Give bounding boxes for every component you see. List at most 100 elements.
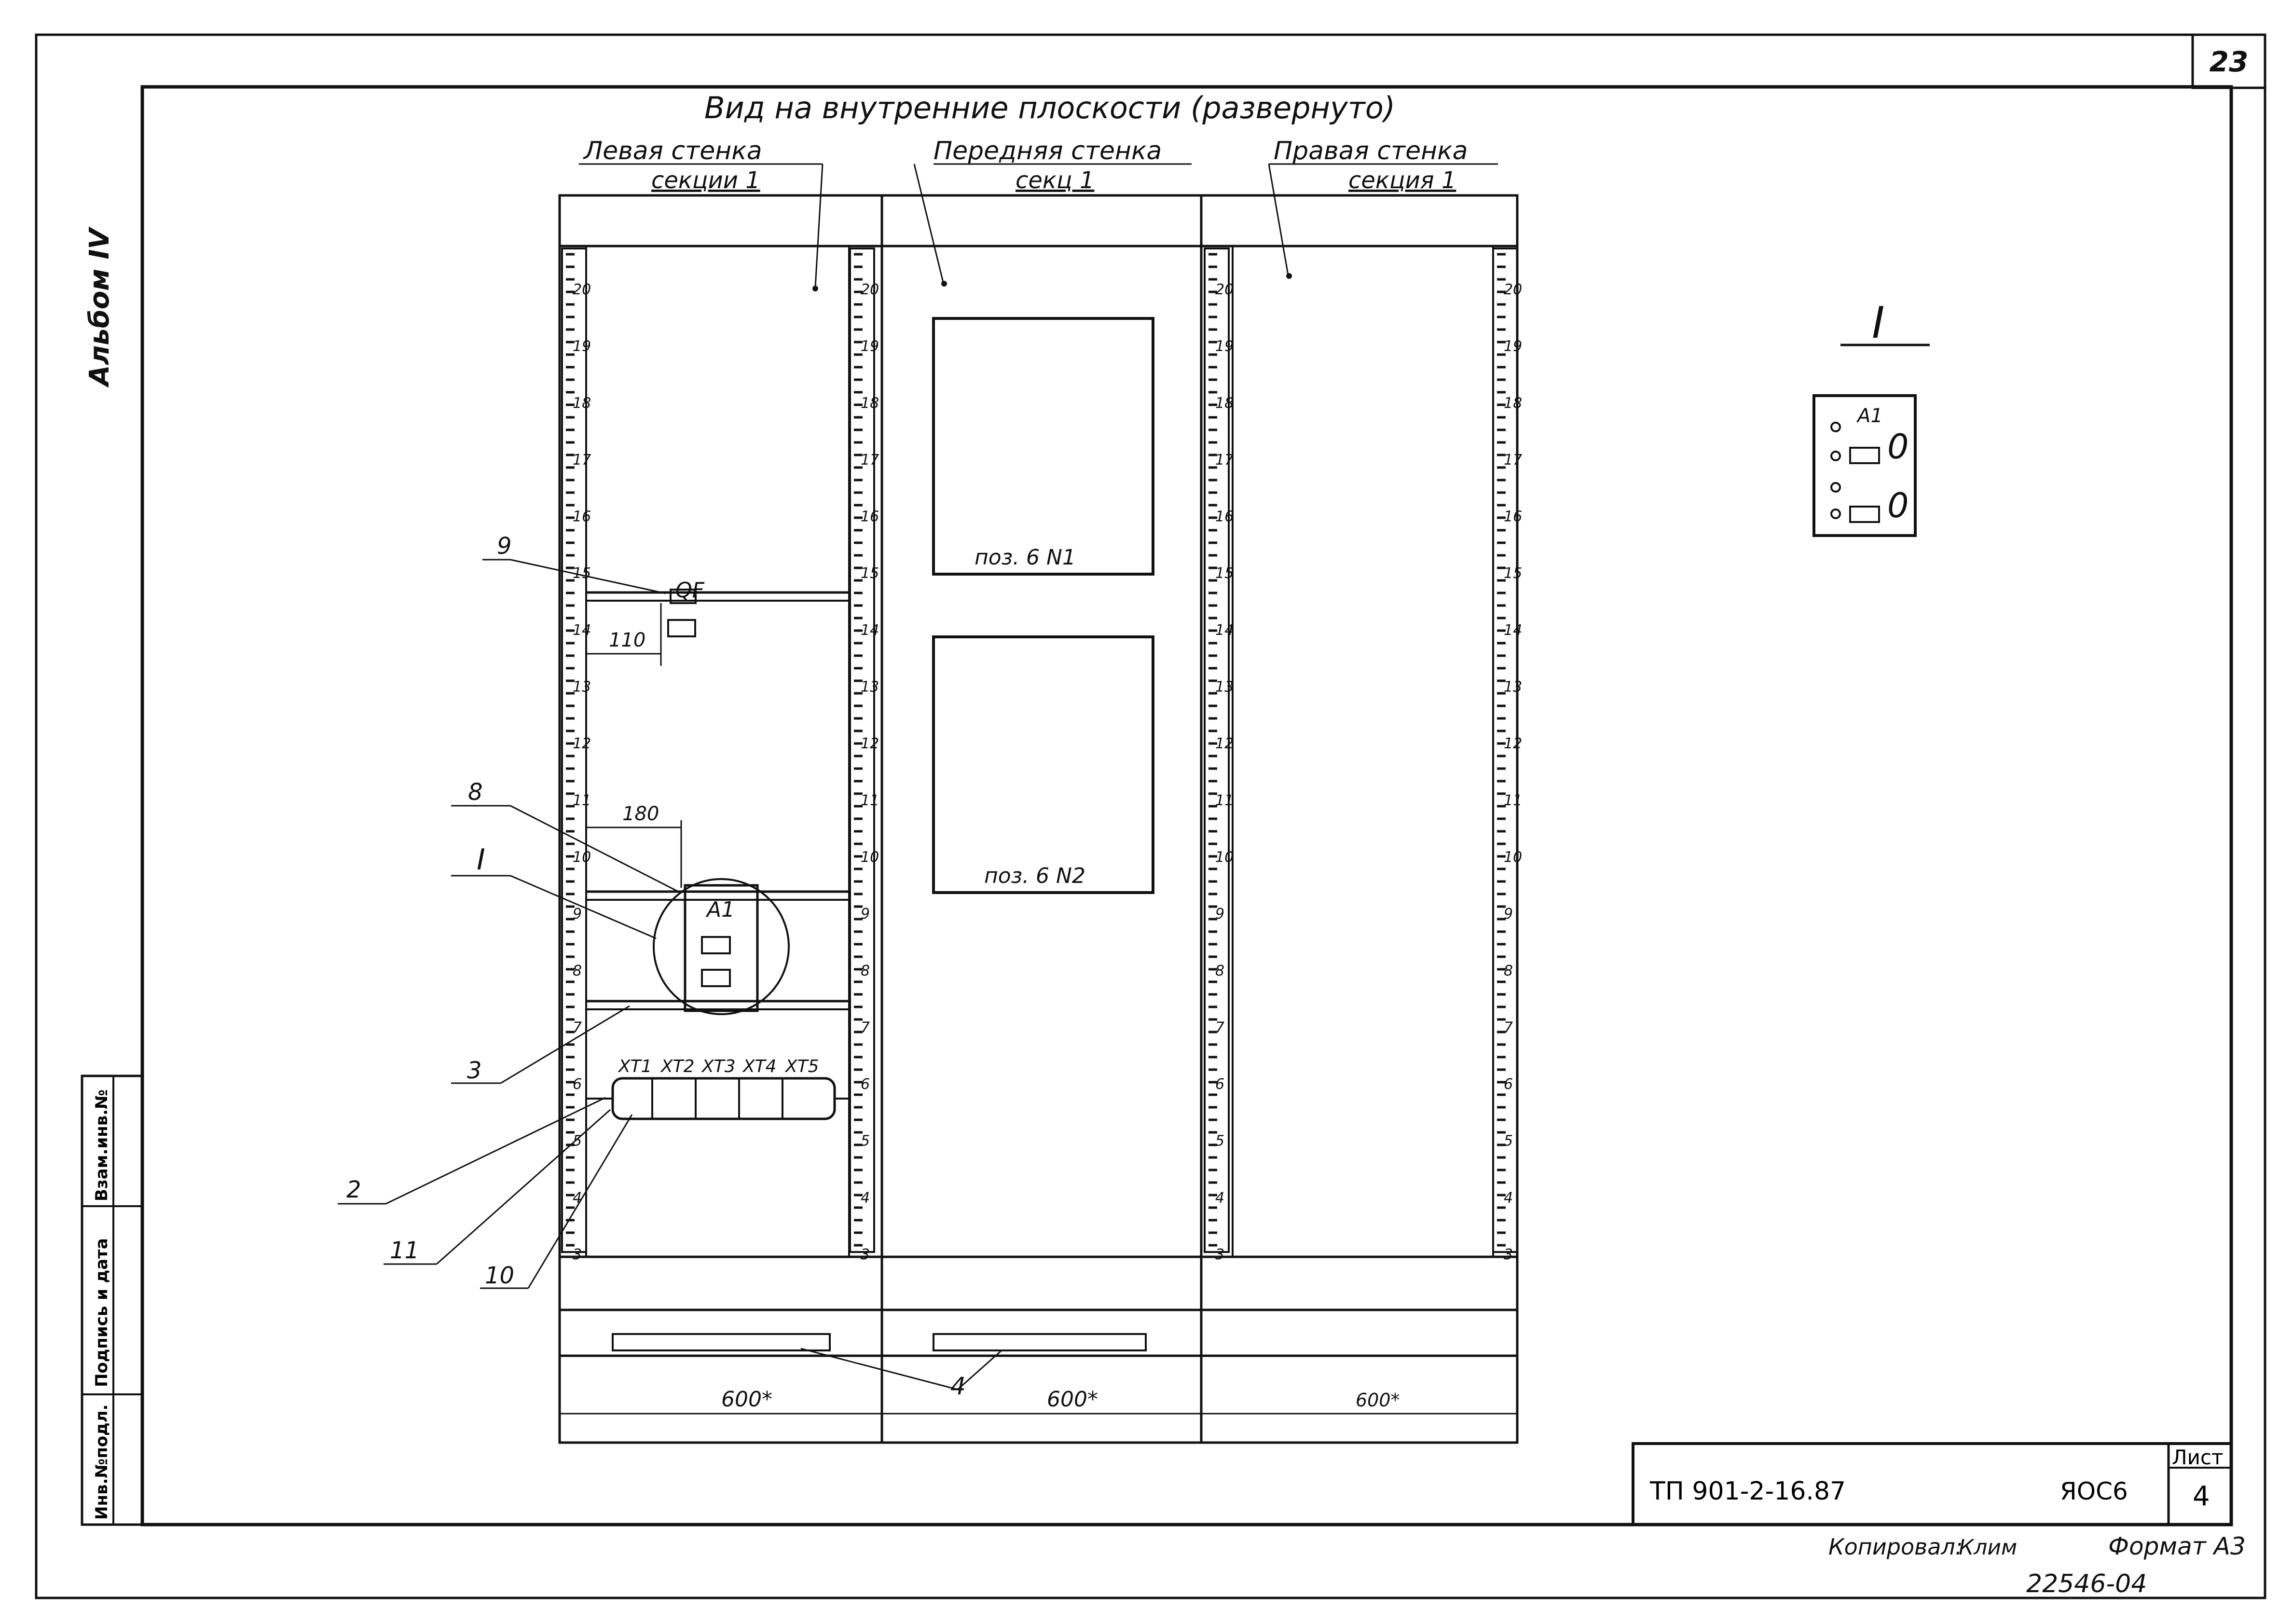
callout-11: 11 bbox=[390, 1237, 419, 1264]
rail-number: 12 bbox=[573, 735, 591, 752]
rail-number: 4 bbox=[573, 1189, 582, 1206]
rail-number: 11 bbox=[1504, 792, 1522, 809]
wall-front-label-2: секц 1 bbox=[1016, 167, 1094, 194]
callout-3: 3 bbox=[467, 1057, 482, 1084]
rail-number: 16 bbox=[861, 509, 879, 525]
rail-number: 15 bbox=[861, 565, 879, 582]
rail-number: 6 bbox=[1504, 1076, 1513, 1093]
stamp-vzam-inv: Взам.инв.№ bbox=[92, 1089, 111, 1201]
rail-number: 11 bbox=[573, 792, 591, 809]
rail-number: 17 bbox=[861, 452, 879, 468]
rail-strip bbox=[1492, 248, 1518, 1253]
terminal-xt3: XT3 bbox=[701, 1057, 736, 1076]
wall-right-label-1: Правая стенка bbox=[1274, 137, 1468, 165]
wall-right-label-2: секция 1 bbox=[1348, 167, 1456, 194]
rail-number: 8 bbox=[861, 963, 870, 979]
terminal-xt1: XT1 bbox=[618, 1057, 652, 1076]
rail-number: 4 bbox=[1215, 1189, 1224, 1206]
mounting-rails: 20 19 18 17 16 15 14 13 12 11 10 9 8 7 6 5 4 3 20 19 18 17 16 1… bbox=[561, 248, 1522, 1263]
rail-number: 6 bbox=[573, 1076, 582, 1093]
rail-number: 19 bbox=[573, 338, 591, 355]
rail-number: 14 bbox=[573, 622, 591, 639]
qf-breaker: QF bbox=[667, 578, 705, 637]
rail-number: 10 bbox=[573, 849, 591, 866]
detail-a1-label: A1 bbox=[1856, 405, 1883, 427]
rail-number: 6 bbox=[1215, 1076, 1224, 1093]
callout-4: 4 bbox=[950, 1372, 966, 1400]
dim-180: 180 bbox=[622, 803, 659, 825]
sheet-number-box bbox=[2191, 33, 2266, 89]
rail-number: 9 bbox=[1215, 906, 1224, 922]
rail-number: 15 bbox=[1215, 565, 1234, 582]
rail-number: 14 bbox=[1215, 622, 1234, 639]
detail-zero-2: 0 bbox=[1887, 486, 1909, 525]
panel-pos6-n1-label: поз. 6 N1 bbox=[975, 545, 1076, 570]
rail-number: 5 bbox=[1504, 1133, 1513, 1150]
rail-number: 16 bbox=[1504, 509, 1522, 525]
rail-number: 13 bbox=[1504, 679, 1522, 696]
rail-number: 10 bbox=[1215, 849, 1234, 866]
callout-I: I bbox=[477, 843, 485, 877]
qf-label: QF bbox=[675, 578, 705, 603]
rail-number: 8 bbox=[1215, 963, 1224, 979]
rail-number: 12 bbox=[861, 735, 879, 752]
terminal-xt5: XT5 bbox=[784, 1057, 819, 1076]
format-label: Формат А3 bbox=[2108, 1532, 2246, 1560]
callout-2: 2 bbox=[346, 1176, 361, 1203]
rail-number: 8 bbox=[573, 963, 582, 979]
rail-strip bbox=[561, 248, 587, 1253]
dim-600-front: 600* bbox=[1047, 1387, 1098, 1412]
rail-number: 18 bbox=[1504, 395, 1522, 412]
panel-pos6-n2-label: поз. 6 N2 bbox=[984, 864, 1085, 888]
rail-number: 18 bbox=[573, 395, 591, 412]
wall-right-leader bbox=[1268, 164, 1289, 275]
wall-left-label-1: Левая стенка bbox=[583, 137, 762, 165]
panel-pos6-n2 bbox=[932, 635, 1154, 894]
title-block: ТП 901-2-16.87 ЯОС6 Лист 4 bbox=[1632, 1442, 2233, 1526]
rail-number: 17 bbox=[1504, 452, 1522, 468]
album-label: Альбом IV bbox=[84, 226, 115, 388]
outer-border bbox=[35, 33, 2266, 1599]
rail-number: 20 bbox=[1215, 281, 1234, 298]
rail-number: 3 bbox=[1215, 1246, 1224, 1263]
sheet-code: ЯОС6 bbox=[2060, 1477, 2128, 1505]
archive-number: 22546-04 bbox=[2026, 1569, 2147, 1598]
rail-number: 16 bbox=[1215, 509, 1234, 525]
rail-number: 14 bbox=[1504, 622, 1522, 639]
rail-number: 4 bbox=[1504, 1189, 1513, 1206]
detail-title: I bbox=[1872, 298, 1885, 348]
sheet-number-top: 23 bbox=[2210, 45, 2249, 78]
terminal-block: XT1 XT2 XT3 XT4 XT5 bbox=[586, 1057, 849, 1120]
wall-left-label-2: секции 1 bbox=[651, 167, 760, 194]
cabinet-unfolded bbox=[558, 194, 1519, 1444]
rail-number: 13 bbox=[573, 679, 591, 696]
dim-110: 110 bbox=[609, 629, 645, 651]
wall-front-label-1: Передняя стенка bbox=[934, 137, 1162, 165]
rail-number: 9 bbox=[1504, 906, 1513, 922]
copied-signature: Клим bbox=[1959, 1535, 2017, 1560]
rail-number: 3 bbox=[861, 1246, 870, 1263]
wall-front-leader bbox=[913, 164, 944, 283]
callout-10: 10 bbox=[485, 1262, 514, 1289]
rail-number: 5 bbox=[1215, 1133, 1224, 1150]
a1-label: A1 bbox=[705, 897, 735, 922]
rail-number: 9 bbox=[861, 906, 870, 922]
rail-number: 15 bbox=[1504, 565, 1522, 582]
rail-number: 10 bbox=[861, 849, 879, 866]
rail-number: 7 bbox=[1504, 1019, 1513, 1036]
rail-number: 5 bbox=[861, 1133, 870, 1150]
copied-label: Копировал: bbox=[1828, 1534, 1963, 1560]
floor-plate-left bbox=[612, 1333, 831, 1351]
terminal-xt4: XT4 bbox=[742, 1057, 777, 1076]
rail-number: 10 bbox=[1504, 849, 1522, 866]
rail-strip bbox=[1204, 248, 1230, 1253]
rail-number: 12 bbox=[1215, 735, 1234, 752]
rail-number: 4 bbox=[861, 1189, 870, 1206]
drawing-title: Вид на внутренние плоскости (развернуто) bbox=[704, 90, 1395, 125]
rail-number: 19 bbox=[861, 338, 879, 355]
rail-number: 18 bbox=[1215, 395, 1234, 412]
rail-number: 7 bbox=[861, 1019, 870, 1036]
rail-number: 20 bbox=[1504, 281, 1522, 298]
doc-code: ТП 901-2-16.87 bbox=[1649, 1477, 1846, 1506]
detail-view-I: I A1 0 0 bbox=[1812, 298, 1930, 537]
